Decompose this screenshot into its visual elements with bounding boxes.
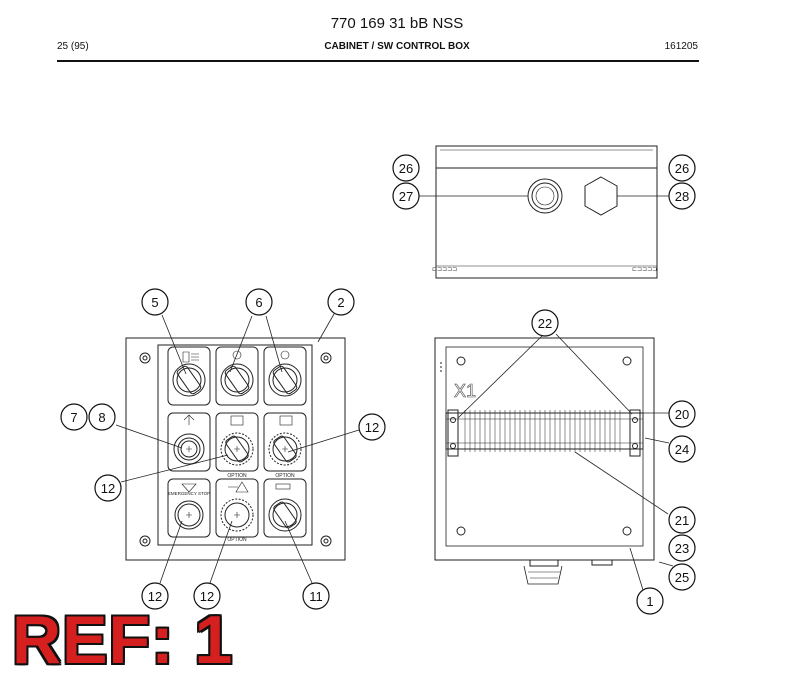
ref-label: REF: 1 — [12, 602, 234, 678]
document-date: 161205 — [664, 41, 698, 52]
callout-26a: 26 — [399, 161, 413, 176]
callout-8: 8 — [98, 410, 105, 425]
callout-11: 11 — [309, 589, 323, 604]
callout-24: 24 — [675, 442, 689, 457]
callout-28: 28 — [675, 189, 689, 204]
leader-lines — [115, 195, 682, 591]
svg-text:⊏⊐⊐⊐⊐: ⊏⊐⊐⊐⊐ — [432, 267, 457, 273]
callout-1: 1 — [646, 594, 653, 609]
callout-22: 22 — [538, 316, 552, 331]
callout-26b: 26 — [675, 161, 689, 176]
document-title: 770 169 31 bB NSS — [330, 15, 464, 32]
svg-text:⊏⊐⊐⊐⊐: ⊏⊐⊐⊐⊐ — [632, 267, 657, 273]
option-label-2: OPTION — [275, 473, 295, 479]
callout-12d: 12 — [200, 589, 214, 604]
callout-12c: 12 — [148, 589, 162, 604]
cabinet-top-view: ⊏⊐⊐⊐⊐ ⊏⊐⊐⊐⊐ — [432, 145, 658, 279]
cabinet-interior-view — [434, 337, 655, 585]
page-number: 25 (95) — [57, 41, 89, 52]
callout-5: 5 — [151, 295, 158, 310]
callout-21: 21 — [675, 513, 689, 528]
callout-23: 23 — [675, 541, 689, 556]
callout-7: 7 — [70, 410, 77, 425]
callout-20: 20 — [675, 407, 689, 422]
option-label-3: OPTION — [227, 537, 247, 543]
section-title: CABINET / SW CONTROL BOX — [324, 41, 470, 52]
callout-6: 6 — [255, 295, 262, 310]
control-panel-front-view — [125, 337, 346, 561]
callout-circles — [60, 154, 696, 615]
callout-2: 2 — [337, 295, 344, 310]
emergency-stop-label: EMERGENCY STOP — [168, 491, 210, 496]
option-label-1: OPTION — [227, 473, 247, 479]
callout-12a: 12 — [365, 420, 379, 435]
callout-12b: 12 — [101, 481, 115, 496]
header-rule — [57, 60, 699, 62]
terminal-block-label: X1 — [454, 381, 476, 401]
callout-27: 27 — [399, 189, 413, 204]
callout-25: 25 — [675, 570, 689, 585]
callout-numbers: 26 27 26 28 5 6 2 7 8 12 12 12 12 11 22 … — [70, 161, 689, 609]
